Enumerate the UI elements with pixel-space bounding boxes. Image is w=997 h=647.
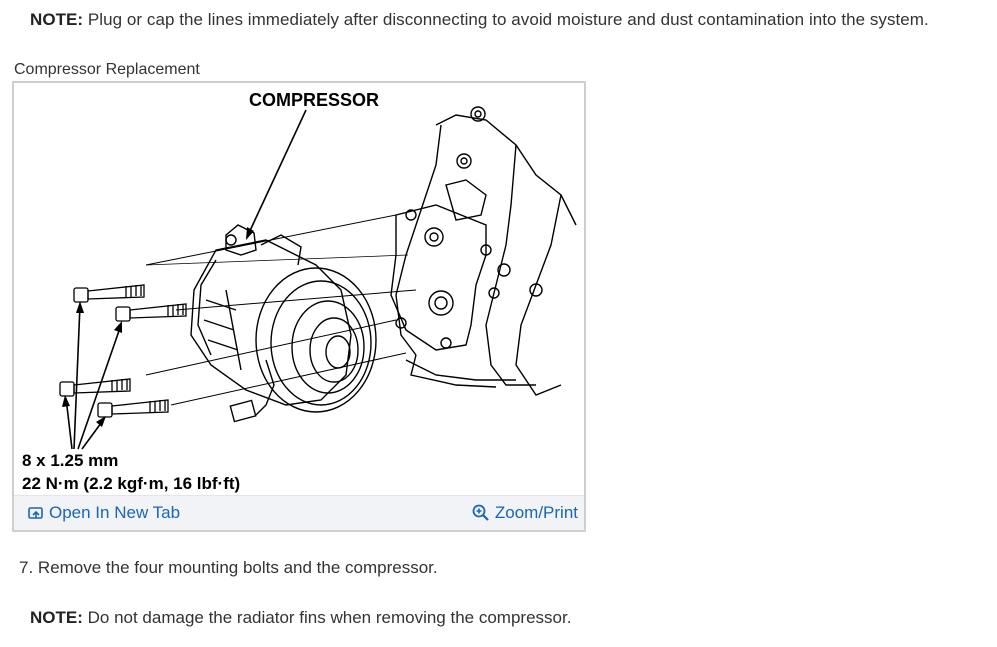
zoom-print-link[interactable]: Zoom/Print [472, 503, 578, 523]
figure-container: COMPRESSOR 8 x 1.25 mm 22 N·m (2.2 kgf·m… [12, 81, 586, 532]
step-text: Remove the four mounting bolts and the c… [33, 558, 438, 577]
figure-footer: Open In New Tab Zoom/Print [14, 495, 584, 530]
zoom-print-label: Zoom/Print [494, 503, 578, 522]
step-7: 7. Remove the four mounting bolts and th… [19, 558, 438, 578]
open-new-tab-icon [28, 507, 43, 519]
note-label: NOTE: [30, 608, 83, 627]
note-text: Plug or cap the lines immediately after … [83, 10, 929, 29]
figure-title: Compressor Replacement [14, 61, 200, 78]
note-top: NOTE: Plug or cap the lines immediately … [30, 10, 929, 30]
note-bottom: NOTE: Do not damage the radiator fins wh… [30, 608, 571, 628]
bolt [73, 284, 145, 303]
compressor-callout: COMPRESSOR [249, 90, 379, 110]
zoom-in-icon [472, 504, 489, 521]
note-text: Do not damage the radiator fins when rem… [82, 608, 572, 627]
step-number: 7. [19, 558, 34, 577]
open-in-new-tab-label: Open In New Tab [49, 503, 181, 522]
compressor-diagram[interactable]: COMPRESSOR [16, 85, 584, 495]
torque-spec: 22 N·m (2.2 kgf·m, 16 lbf·ft) [22, 474, 241, 493]
open-in-new-tab-link[interactable]: Open In New Tab [28, 503, 180, 523]
note-label: NOTE: [30, 10, 84, 29]
bolt-size-spec: 8 x 1.25 mm [22, 451, 119, 470]
